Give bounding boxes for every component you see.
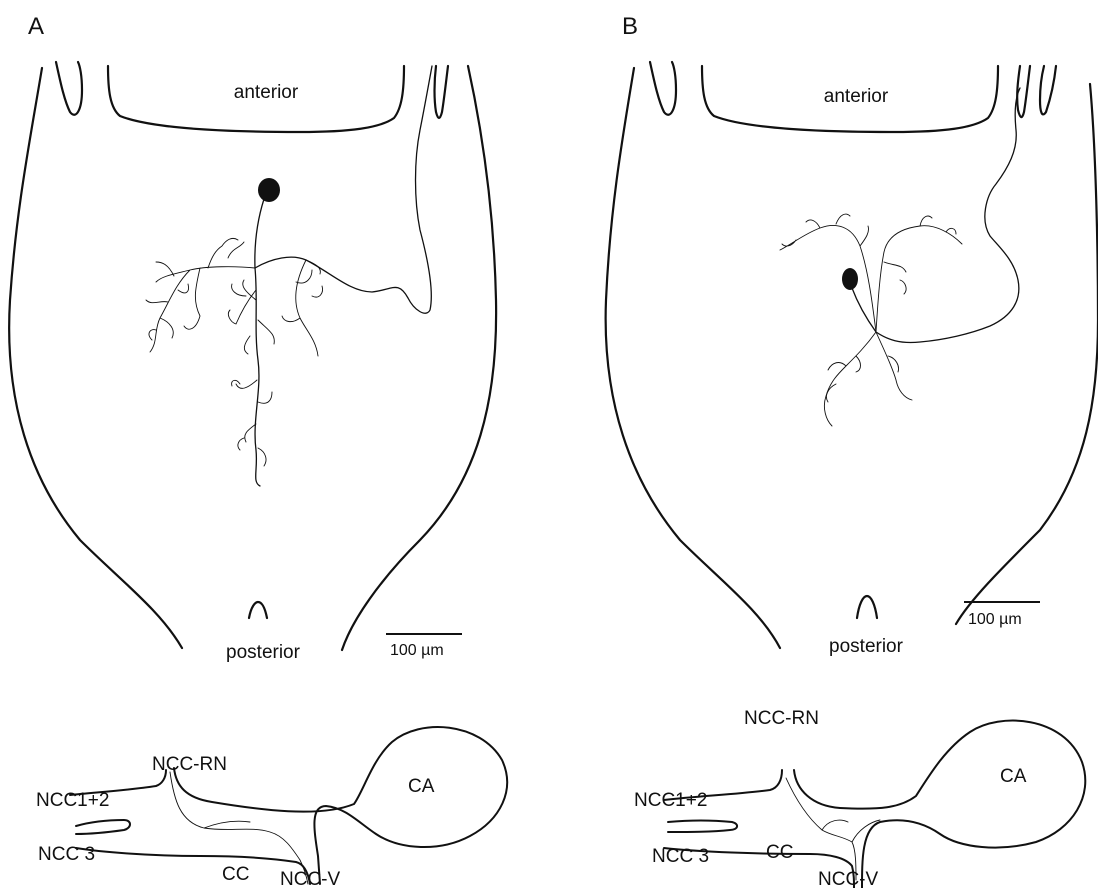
panel-a-posterior-mark [249,602,267,618]
panel-a-right-lobe [342,66,496,650]
panel-b-cc-label: CC [766,842,793,863]
panel-a-left-horn [56,62,82,115]
panel-b-soma [842,268,858,290]
panel-a-brain-outline [9,62,496,650]
panel-a-nccv-label: NCC-V [280,869,340,888]
panel-b-ncc3-fork [668,821,737,833]
panel-a-descending-neurite [255,268,260,486]
panel-a-right-arbor [282,260,323,356]
panel-a-ca-label: CA [408,776,435,797]
panel-a-anterior-label: anterior [234,82,299,103]
panel-a-main-axon [255,66,432,313]
panel-a-cc-lower [76,848,310,884]
panel-b-ca-label: CA [1000,766,1027,787]
panel-b-anterior-label: anterior [824,86,889,107]
panel-b-ncc3-label: NCC 3 [652,846,709,867]
panel-a-posterior-label: posterior [226,642,301,663]
panel-b-left-lobe [606,68,780,648]
panel-b-right-lobe [956,84,1098,624]
panel-b-rn-neuron [786,778,880,880]
panel-b-primary-neurite [852,288,876,332]
panel-b-ncc12-label: NCC1+2 [634,790,707,811]
panel-b-cc-upper [794,721,1085,888]
panel-a-nccrn-label: NCC-RN [152,754,227,775]
panel-a-ncc3-label: NCC 3 [38,844,95,865]
panel-b-nccv-label: NCC-V [818,869,878,888]
panel-a-center-arbor [228,280,274,354]
panel-a-left-lobe [9,68,182,648]
panel-a-scale-label: 100 µm [390,642,444,659]
panel-a-ncc3-fork [76,820,130,834]
panel-b-letter: B [622,13,638,40]
panel-b-left-horn [650,62,676,115]
panel-a-right-horn [435,66,449,118]
panel-a-letter: A [28,13,44,40]
panel-a-nerve-schematic [70,727,507,884]
panel-b-nccrn-label: NCC-RN [744,708,819,729]
panel-a-primary-neurite [255,199,264,268]
panel-b-right-horn-2 [1040,66,1056,114]
panel-b: B anterior posterior 100 µm [606,13,1098,888]
panel-b-posterior-mark [857,596,877,618]
panel-b-scale-label: 100 µm [968,611,1022,628]
panel-b-posterior-label: posterior [829,636,904,657]
panel-b-upper-left-arbor [780,214,876,332]
panel-b-neuron [780,88,1020,426]
panel-a-ncc12-label: NCC1+2 [36,790,109,811]
panel-b-main-axon [876,88,1020,343]
panel-a-lower-arbor [232,380,272,466]
panel-a-cc-label: CC [222,864,249,885]
panel-a-soma [258,178,280,202]
panel-a: A anterior posterior 100 µm [9,13,507,888]
panel-a-cc-upper [174,727,507,884]
panel-b-lower-arbor [824,332,912,426]
panel-b-upper-right-arbor [876,216,962,332]
panel-b-brain-outline [606,62,1098,648]
panel-b-nerve-schematic [664,721,1085,888]
